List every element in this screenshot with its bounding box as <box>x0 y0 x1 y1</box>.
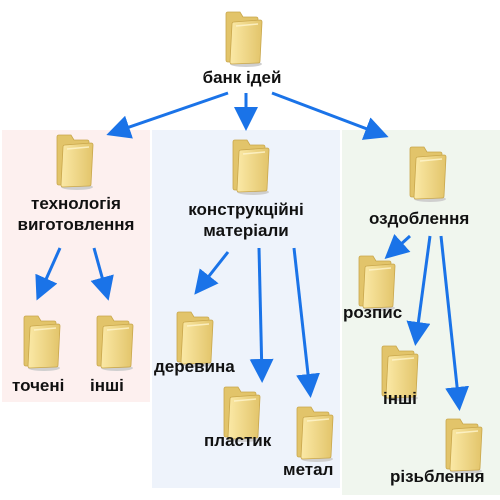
node-metal-label: метал <box>283 460 334 479</box>
node-painting-label: розпис <box>343 303 403 322</box>
node-turned-label: точені <box>12 376 65 395</box>
arrow-materials-wood <box>194 251 230 295</box>
folder-icon-decoration <box>404 143 448 203</box>
arrow-technology-other <box>90 247 114 301</box>
folder-icon-metal <box>291 403 335 463</box>
folder-icon-technology <box>51 131 95 191</box>
folder-icon-decor-other <box>376 342 420 402</box>
folder-icon-plastic <box>218 383 262 443</box>
arrow-decoration-carving <box>439 235 470 411</box>
node-tech-other-label: інші <box>90 376 124 395</box>
node-plastic-label: пластик <box>204 431 272 450</box>
arrow-root-decoration <box>271 91 389 140</box>
folder-icon-materials <box>227 136 271 196</box>
arrow-root-technology <box>106 91 229 139</box>
arrow-decoration-other <box>406 235 432 346</box>
folder-icon-root <box>220 8 264 68</box>
folder-icon-tech-other <box>91 312 135 372</box>
node-decoration-label: оздоблення <box>369 209 470 228</box>
node-technology-label: технологія виготовлення <box>17 194 135 234</box>
node-decor-other-label: інші <box>383 389 417 408</box>
arrow-technology-turned <box>35 247 62 301</box>
folder-icon-painting <box>353 252 397 312</box>
node-carving-label: різьблення <box>390 467 485 486</box>
folder-icon-wood <box>171 308 215 368</box>
folder-icon-carving <box>440 415 484 475</box>
arrow-materials-plastic <box>249 247 274 383</box>
node-materials-label: конструкційні матеріали <box>188 200 304 240</box>
node-wood-label: деревина <box>154 357 235 376</box>
arrow-decoration-painting <box>384 234 412 260</box>
folder-icon-turned <box>18 312 62 372</box>
arrow-materials-metal <box>292 247 320 398</box>
node-root-label: банк ідей <box>202 68 282 87</box>
